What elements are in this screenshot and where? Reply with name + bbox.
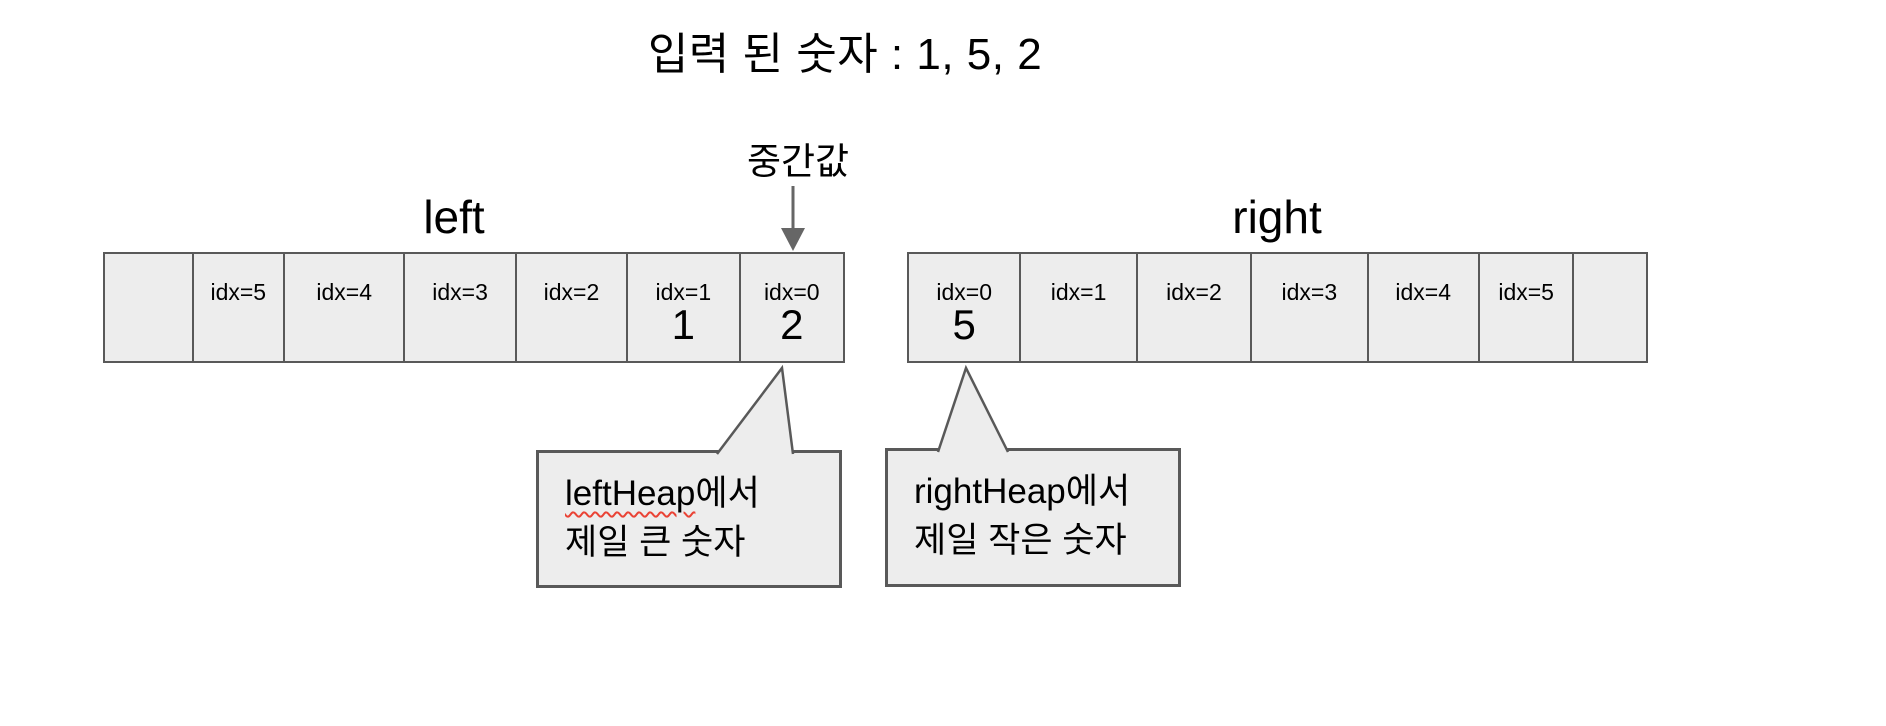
cell-index-label: idx=2 — [1166, 279, 1222, 305]
cell-index-label: idx=0 — [936, 279, 992, 305]
right-heap-name: rightHeap — [914, 472, 1066, 511]
array-cell-spacer — [1572, 254, 1646, 361]
median-arrow-icon — [781, 186, 805, 251]
cell-index-label: idx=4 — [1395, 279, 1452, 305]
array-cell-idx-5: idx=5 — [1477, 254, 1572, 361]
left-callout-line1-rest: 에서 — [695, 474, 760, 513]
array-cell-idx-2: idx=2 — [1135, 254, 1250, 361]
left-heap-name: leftHeap — [565, 474, 696, 513]
right-callout-tail — [936, 364, 1010, 453]
cell-value: 5 — [952, 301, 976, 348]
array-cell-idx-4: idx=4 — [283, 254, 403, 361]
right-callout-line1: rightHeap에서 — [914, 467, 1168, 516]
left-callout-tail — [716, 364, 795, 455]
median-label: 중간값 — [746, 141, 850, 182]
cell-index-label: idx=5 — [210, 279, 267, 305]
right-callout-line2: 제일 작은 숫자 — [914, 521, 1127, 560]
right-array-label: right — [1232, 191, 1322, 243]
cell-index-label: idx=4 — [316, 279, 372, 305]
array-cell-idx-3: idx=3 — [403, 254, 514, 361]
left-callout-line1: leftHeap에서 — [565, 469, 829, 518]
array-cell-idx-5: idx=5 — [191, 254, 284, 361]
cell-index-label: idx=0 — [763, 279, 820, 305]
cell-value: 2 — [780, 301, 804, 348]
cell-value: 1 — [671, 301, 696, 348]
array-cell-idx-1: idx=1 — [1019, 254, 1135, 361]
cell-index-label: idx=3 — [1281, 279, 1338, 305]
cell-index-label: idx=2 — [543, 279, 600, 305]
cell-index-label: idx=3 — [432, 279, 488, 305]
right-callout-line1-rest: 에서 — [1065, 472, 1131, 511]
array-cell-spacer — [105, 254, 192, 361]
left-array-label: left — [423, 191, 485, 243]
left-callout-line2: 제일 큰 숫자 — [565, 523, 746, 562]
right-callout: rightHeap에서 제일 작은 숫자 — [885, 448, 1181, 587]
cell-index-label: idx=5 — [1498, 279, 1554, 305]
cell-index-label: idx=1 — [655, 279, 712, 305]
left-callout: leftHeap에서 제일 큰 숫자 — [536, 450, 842, 588]
array-cell-idx-2: idx=2 — [514, 254, 626, 361]
array-cell-idx-4: idx=4 — [1366, 254, 1478, 361]
page-title: 입력 된 숫자 : 1, 5, 2 — [647, 30, 1043, 79]
array-cell-idx-3: idx=3 — [1250, 254, 1366, 361]
cell-index-label: idx=1 — [1050, 279, 1107, 305]
